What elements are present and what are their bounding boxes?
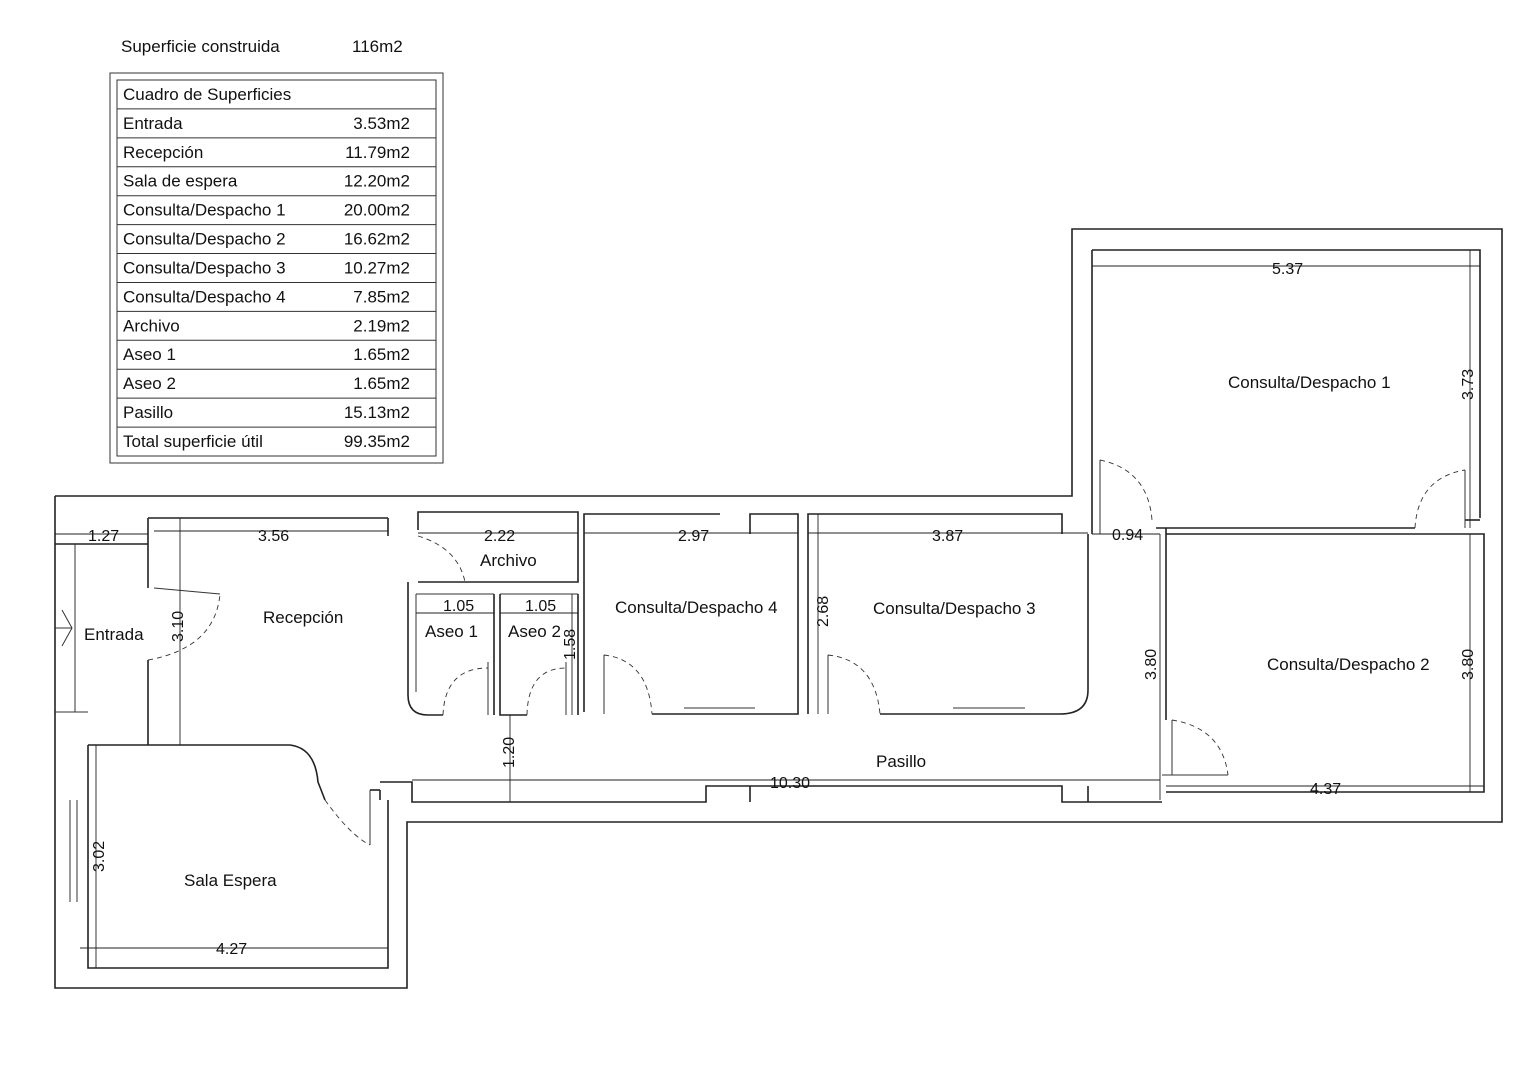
table-row-name: Pasillo xyxy=(123,403,173,422)
dim-recepcion-height: 3.10 xyxy=(170,611,187,642)
table-row-name: Archivo xyxy=(123,316,180,335)
built-area-value: 116m2 xyxy=(352,37,403,56)
room-label-despacho-1: Consulta/Despacho 1 xyxy=(1228,373,1391,392)
room-label-archivo: Archivo xyxy=(480,551,537,570)
table-row-name: Recepción xyxy=(123,143,203,162)
dim-despacho4-width: 2.97 xyxy=(678,528,709,545)
room-recepcion: Recepción 3.56 3.10 xyxy=(147,517,389,745)
dim-hall-height: 3.80 xyxy=(1143,649,1160,680)
dim-sala-height: 3.02 xyxy=(91,841,108,872)
room-label-despacho-4: Consulta/Despacho 4 xyxy=(615,598,778,617)
hall-east: 0.94 3.80 xyxy=(1091,250,1161,800)
table-row-area: 1.65m2 xyxy=(353,374,410,393)
room-label-despacho-2: Consulta/Despacho 2 xyxy=(1267,655,1430,674)
room-aseo-1: Aseo 1 1.05 xyxy=(407,582,495,716)
table-row-area: 10.27m2 xyxy=(344,258,410,277)
dim-pasillo-height: 1.20 xyxy=(501,737,518,768)
dim-sala-width: 4.27 xyxy=(216,941,247,958)
dim-pasillo-width: 10.30 xyxy=(770,775,810,792)
table-row-area: 12.20m2 xyxy=(344,172,410,191)
dim-despacho2-height: 3.80 xyxy=(1460,649,1477,680)
room-label-recepcion: Recepción xyxy=(263,608,343,627)
table-row-name: Entrada xyxy=(123,114,183,133)
dim-recepcion-width: 3.56 xyxy=(258,528,289,545)
room-label-aseo-1: Aseo 1 xyxy=(425,622,478,641)
table-row-area: 1.65m2 xyxy=(353,345,410,364)
dim-despacho3-height: 2.68 xyxy=(815,596,832,627)
room-label-sala-espera: Sala Espera xyxy=(184,871,277,890)
table-row-area: 7.85m2 xyxy=(353,287,410,306)
room-entrada: Entrada 1.27 xyxy=(55,518,149,745)
dim-entrada-width: 1.27 xyxy=(88,528,119,545)
area-table: Cuadro de Superficies Entrada 3.53m2Recep… xyxy=(109,72,444,464)
built-area-label: Superficie construida xyxy=(121,37,280,56)
dim-aseo1-width: 1.05 xyxy=(443,598,474,615)
table-row-name: Consulta/Despacho 2 xyxy=(123,230,286,249)
room-label-despacho-3: Consulta/Despacho 3 xyxy=(873,599,1036,618)
room-label-aseo-2: Aseo 2 xyxy=(508,622,561,641)
table-row-area: 15.13m2 xyxy=(344,403,410,422)
room-despacho-2: Consulta/Despacho 2 4.37 3.80 xyxy=(1162,528,1485,798)
room-label-pasillo: Pasillo xyxy=(876,752,926,771)
table-row-area: 16.62m2 xyxy=(344,230,410,249)
room-sala-espera: Sala Espera 4.27 3.02 xyxy=(69,744,389,969)
room-despacho-1: Consulta/Despacho 1 5.37 3.73 xyxy=(1092,249,1481,529)
table-row-area: 11.79m2 xyxy=(345,143,410,162)
room-archivo: Archivo 2.22 xyxy=(417,511,579,583)
area-table-title: Cuadro de Superficies xyxy=(123,85,291,104)
dim-despacho2-width: 4.37 xyxy=(1310,781,1341,798)
table-row-name: Consulta/Despacho 3 xyxy=(123,258,286,277)
table-row-area: 20.00m2 xyxy=(344,201,410,220)
table-row-name: Aseo 2 xyxy=(123,374,176,393)
table-row-area: 2.19m2 xyxy=(353,316,410,335)
table-row-area: 3.53m2 xyxy=(353,114,410,133)
room-despacho-3: Consulta/Despacho 3 3.87 2.68 xyxy=(807,513,1089,715)
room-pasillo: Pasillo 10.30 1.20 xyxy=(380,715,1162,803)
room-label-entrada: Entrada xyxy=(84,625,144,644)
table-row-name: Consulta/Despacho 4 xyxy=(123,287,286,306)
outer-walls xyxy=(54,228,1503,989)
table-row-name: Consulta/Despacho 1 xyxy=(123,201,286,220)
dim-despacho1-width: 5.37 xyxy=(1272,261,1303,278)
dim-aseo-height: 1.58 xyxy=(562,629,579,660)
room-aseo-2: Aseo 2 1.05 1.58 xyxy=(499,593,579,716)
room-despacho-4: Consulta/Despacho 4 2.97 xyxy=(583,513,799,715)
dim-hall-width: 0.94 xyxy=(1112,527,1143,544)
table-row-name: Sala de espera xyxy=(123,172,238,191)
dim-despacho1-height: 3.73 xyxy=(1460,369,1477,400)
table-row-name: Total superficie útil xyxy=(123,432,263,451)
dim-despacho3-width: 3.87 xyxy=(932,528,963,545)
dim-archivo-width: 2.22 xyxy=(484,528,515,545)
table-row-area: 99.35m2 xyxy=(344,432,410,451)
table-row-name: Aseo 1 xyxy=(123,345,176,364)
dim-aseo2-width: 1.05 xyxy=(525,598,556,615)
